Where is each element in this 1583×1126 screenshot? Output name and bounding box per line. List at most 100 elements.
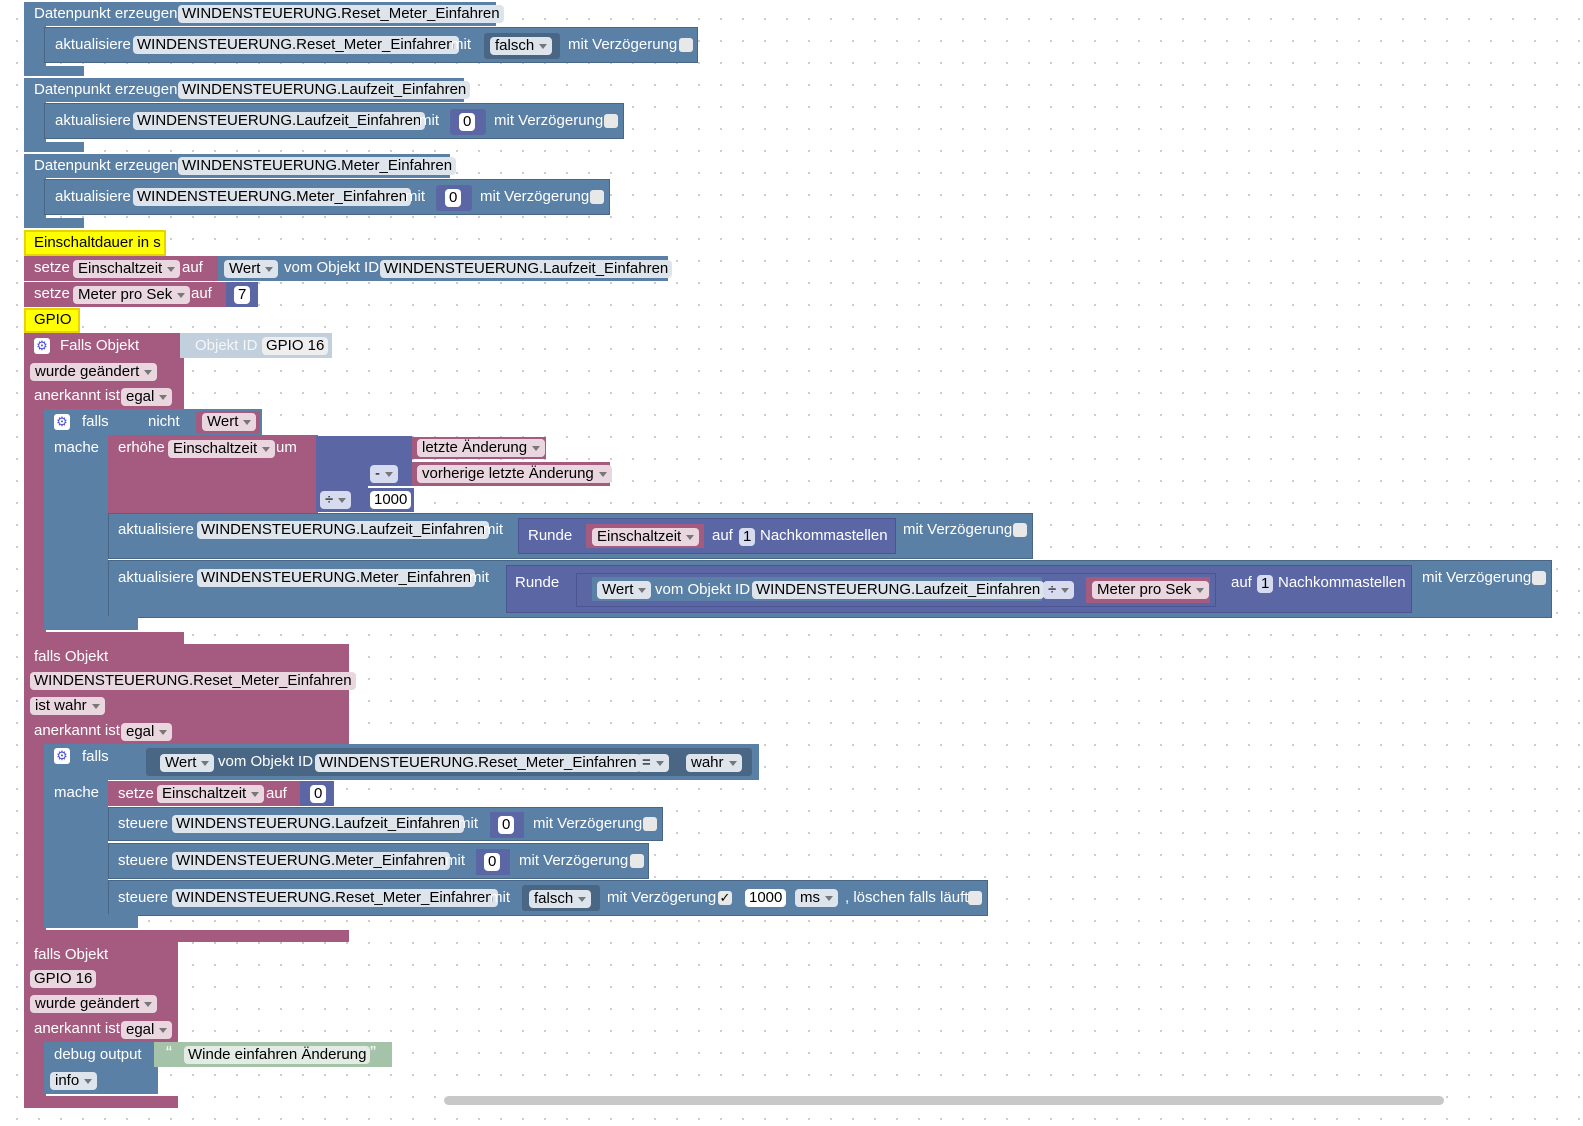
ack-label: anerkannt ist — [34, 387, 120, 404]
create-datapoint-frame-2 — [24, 100, 46, 150]
delay-checkbox[interactable] — [590, 190, 604, 204]
boolean-dropdown[interactable]: wahr — [686, 754, 742, 772]
clear-running-checkbox[interactable] — [968, 891, 982, 905]
auf-label: auf — [191, 285, 212, 302]
object-id-field[interactable]: GPIO 16 — [262, 337, 329, 355]
datapoint-id-field[interactable]: WINDENSTEUERUNG.Meter_Einfahren — [178, 157, 457, 175]
mit-label: mit — [419, 112, 439, 129]
text-field[interactable]: Winde einfahren Änderung — [184, 1046, 371, 1064]
number-field[interactable]: 0 — [498, 816, 515, 834]
object-id-field[interactable]: WINDENSTEUERUNG.Laufzeit_Einfahren — [752, 581, 1045, 599]
horizontal-scrollbar[interactable] — [444, 1096, 1444, 1105]
update-id-field[interactable]: WINDENSTEUERUNG.Meter_Einfahren — [197, 569, 476, 587]
trigger-foot — [24, 1096, 178, 1108]
clear-running-label: , löschen falls läuft — [845, 889, 969, 906]
round-label: Runde — [515, 574, 560, 591]
variable-dropdown[interactable]: Meter pro Sek — [73, 286, 191, 304]
number-field[interactable]: 0 — [445, 189, 462, 207]
comment-text: Einschaltdauer in s — [34, 234, 161, 251]
ack-dropdown[interactable]: egal — [121, 1021, 173, 1039]
property-dropdown[interactable]: Wert — [224, 260, 279, 278]
minus-operator-dropdown[interactable]: - — [370, 465, 398, 483]
trigger-label: falls Objekt — [34, 946, 109, 963]
delay-checkbox[interactable] — [1532, 571, 1546, 585]
number-field[interactable]: 1000 — [370, 491, 412, 509]
comment-block[interactable] — [24, 230, 166, 256]
control-id-field[interactable]: WINDENSTEUERUNG.Meter_Einfahren — [172, 852, 451, 870]
delay-checkbox[interactable] — [643, 817, 657, 831]
previous-change-dropdown[interactable]: vorherige letzte Änderung — [417, 465, 612, 483]
variable-dropdown[interactable]: Einschaltzeit — [592, 528, 700, 546]
trigger-type-dropdown[interactable]: wurde geändert — [30, 995, 158, 1013]
update-id-field[interactable]: WINDENSTEUERUNG.Reset_Meter_Einfahren — [133, 36, 459, 54]
gear-icon[interactable]: ⚙ — [54, 748, 70, 764]
number-field[interactable]: 0 — [310, 785, 327, 803]
delay-checkbox[interactable] — [1013, 523, 1027, 537]
divide-operator-dropdown[interactable]: ÷ — [320, 491, 352, 509]
trigger-block-reset[interactable] — [24, 644, 349, 744]
trigger-frame — [24, 405, 46, 637]
control-label: steuere — [118, 889, 169, 906]
delay-checkbox[interactable] — [679, 38, 693, 52]
trigger-frame — [24, 740, 46, 934]
delay-label: mit Verzögerung — [519, 852, 629, 869]
object-id-label: vom Objekt ID — [655, 581, 751, 598]
compare-operator-dropdown[interactable]: = — [637, 754, 669, 772]
to-label: auf — [1231, 574, 1252, 591]
object-id-label: vom Objekt ID — [284, 259, 380, 276]
variable-dropdown[interactable]: Einschaltzeit — [157, 785, 265, 803]
boolean-dropdown[interactable]: falsch — [490, 37, 553, 55]
delay-checkbox[interactable] — [630, 854, 644, 868]
trigger-label: falls Objekt — [34, 648, 109, 665]
datapoint-id-field[interactable]: WINDENSTEUERUNG.Reset_Meter_Einfahren — [178, 5, 504, 23]
update-id-field[interactable]: WINDENSTEUERUNG.Laufzeit_Einfahren — [197, 521, 490, 539]
ack-dropdown[interactable]: egal — [121, 723, 173, 741]
property-dropdown[interactable]: Wert — [597, 581, 652, 599]
property-dropdown[interactable]: Wert — [160, 754, 215, 772]
number-field[interactable]: 0 — [484, 853, 501, 871]
update-id-field[interactable]: WINDENSTEUERUNG.Meter_Einfahren — [133, 188, 412, 206]
boolean-dropdown[interactable]: falsch — [529, 890, 592, 908]
last-change-dropdown[interactable]: letzte Änderung — [417, 439, 546, 457]
property-dropdown[interactable]: Wert — [202, 413, 257, 431]
log-level-dropdown[interactable]: info — [50, 1072, 98, 1090]
trigger-type-dropdown[interactable]: ist wahr — [30, 697, 105, 715]
trigger-type-dropdown[interactable]: wurde geändert — [30, 363, 158, 381]
trigger-object-field[interactable]: GPIO 16 — [30, 970, 97, 988]
delay-checkbox[interactable] — [604, 114, 618, 128]
round-block — [518, 518, 896, 554]
variable-dropdown[interactable]: Einschaltzeit — [73, 260, 181, 278]
variable-dropdown[interactable]: Einschaltzeit — [168, 440, 276, 458]
trigger-label: Falls Objekt — [60, 337, 140, 354]
object-id-field[interactable]: WINDENSTEUERUNG.Reset_Meter_Einfahren — [315, 754, 641, 772]
divide-operator-dropdown[interactable]: ÷ — [1043, 581, 1075, 599]
comment-text: GPIO — [34, 311, 72, 328]
trigger-object-field[interactable]: WINDENSTEUERUNG.Reset_Meter_Einfahren — [30, 672, 356, 690]
auf-label: auf — [182, 259, 203, 276]
decimals-label: Nachkommastellen — [760, 527, 888, 544]
object-id-label: Objekt ID — [195, 337, 258, 354]
if-frame — [44, 778, 108, 928]
delay-label: mit Verzögerung — [494, 112, 604, 129]
delay-ms-field[interactable]: 1000 — [745, 889, 787, 907]
decimals-field[interactable]: 1 — [1257, 575, 1274, 593]
update-label: aktualisiere — [118, 521, 194, 538]
control-id-field[interactable]: WINDENSTEUERUNG.Reset_Meter_Einfahren — [172, 889, 498, 907]
variable-dropdown[interactable]: Meter pro Sek — [1092, 581, 1210, 599]
comment-block[interactable] — [24, 308, 80, 333]
ack-dropdown[interactable]: egal — [121, 388, 173, 406]
update-id-field[interactable]: WINDENSTEUERUNG.Laufzeit_Einfahren — [133, 112, 426, 130]
open-quote-icon: “ — [166, 1043, 172, 1063]
number-field[interactable]: 0 — [459, 113, 476, 131]
number-field[interactable]: 7 — [234, 286, 251, 304]
decimals-field[interactable]: 1 — [739, 528, 756, 546]
object-id-field[interactable]: WINDENSTEUERUNG.Laufzeit_Einfahren — [380, 260, 673, 278]
time-unit-dropdown[interactable]: ms — [795, 889, 838, 907]
gear-icon[interactable]: ⚙ — [54, 414, 70, 430]
datapoint-id-field[interactable]: WINDENSTEUERUNG.Laufzeit_Einfahren — [178, 81, 471, 99]
control-id-field[interactable]: WINDENSTEUERUNG.Laufzeit_Einfahren — [172, 815, 465, 833]
gear-icon[interactable]: ⚙ — [34, 338, 50, 354]
mit-label: mit — [445, 852, 465, 869]
mit-label: mit — [458, 815, 478, 832]
delay-checkbox-checked[interactable]: ✓ — [718, 890, 732, 905]
